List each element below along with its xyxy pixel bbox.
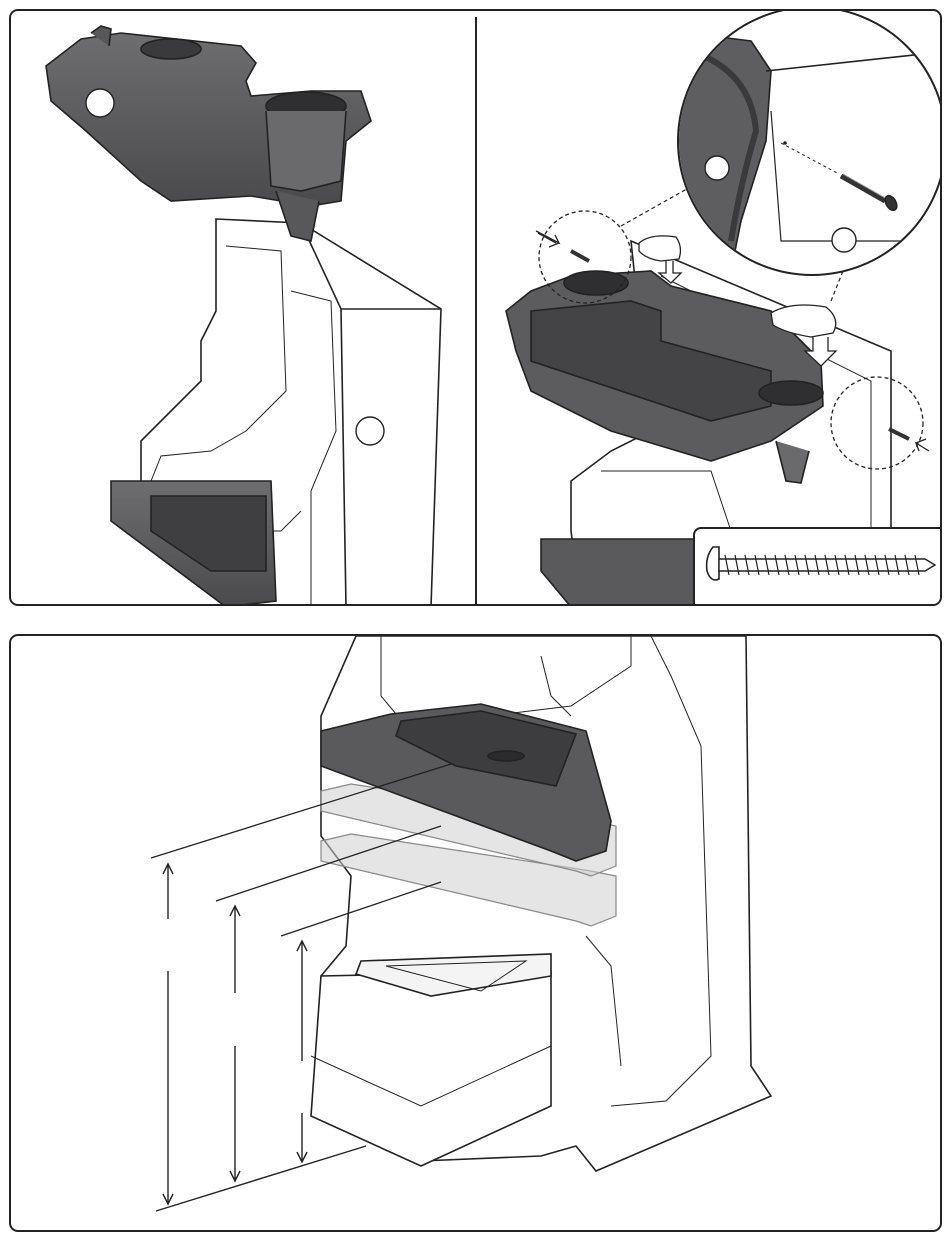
- long-screw-icon: [695, 529, 942, 606]
- callout-circle-b: [356, 417, 384, 445]
- top-instruction-panel: [9, 9, 942, 606]
- dark-tray: [111, 481, 276, 606]
- screw-left-icon: [536, 231, 589, 261]
- right-step-illustration: [477, 11, 942, 606]
- callout-circle-a: [86, 89, 114, 117]
- dark-reservoir-part: [46, 26, 371, 241]
- bottom-instruction-panel: [9, 634, 942, 1232]
- callout-circle-c: [705, 156, 729, 180]
- screw-right-icon: [889, 429, 929, 451]
- magnified-detail: [671, 11, 942, 275]
- screw-detail-inset: [693, 527, 942, 606]
- dark-tray-right: [541, 539, 701, 606]
- callout-circle-d: [832, 228, 856, 252]
- shelf-height-illustration: [11, 636, 942, 1232]
- left-step-illustration: [11, 11, 471, 606]
